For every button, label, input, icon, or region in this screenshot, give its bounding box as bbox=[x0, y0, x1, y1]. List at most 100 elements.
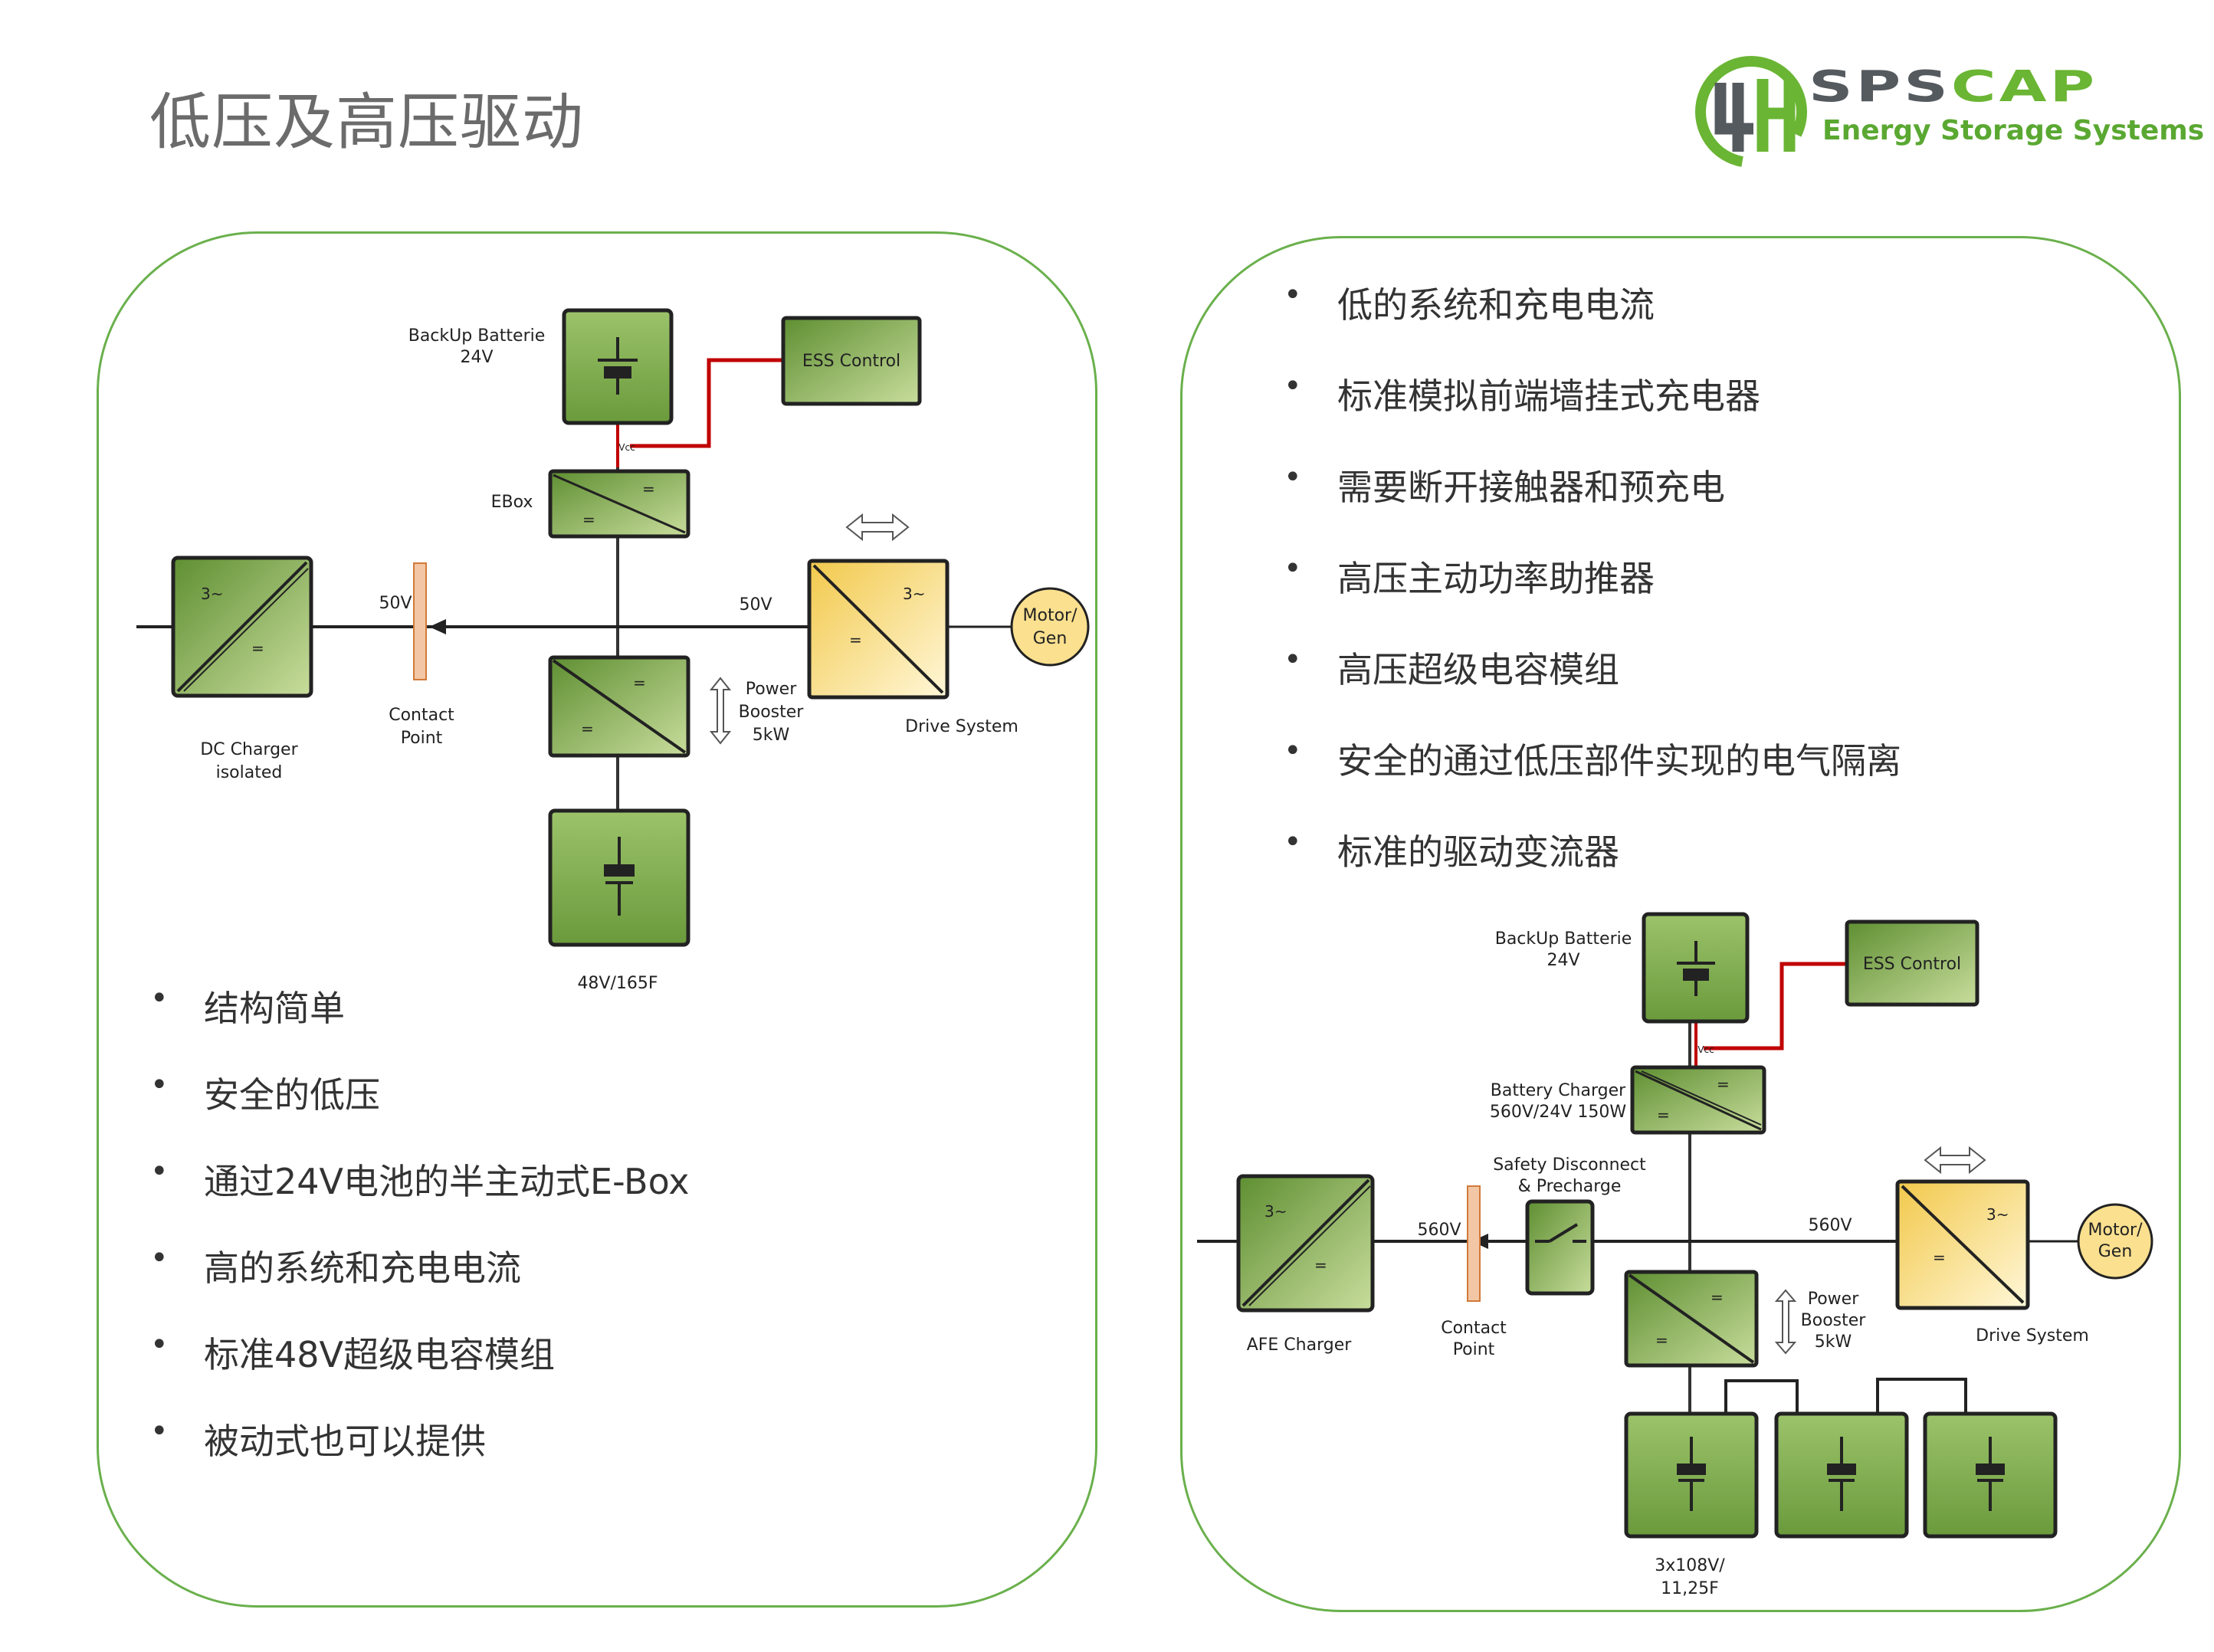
left-bullet-text: 安全的低压 bbox=[204, 1074, 380, 1116]
right-afe-ac: 3~ bbox=[1264, 1202, 1287, 1221]
right-cap-link-1 bbox=[1724, 1379, 1799, 1414]
bullet-dot: • bbox=[1284, 460, 1302, 495]
right-bullet-list: •低的系统和充电电流 •标准模拟前端墙挂式充电器 •需要断开接触器和预充电 •高… bbox=[1284, 277, 1901, 916]
switch-icon bbox=[1535, 1223, 1586, 1243]
right-motor-label: Motor/Gen bbox=[2088, 1221, 2143, 1261]
left-motor-gen bbox=[1010, 587, 1090, 667]
capacitor-icon bbox=[1677, 1437, 2005, 1511]
bullet-dot: • bbox=[150, 1067, 169, 1103]
left-bullet-item: • 被动式也可以提供 bbox=[150, 1414, 690, 1500]
left-bullet-item: •结构简单 bbox=[150, 981, 690, 1067]
left-ebox-label: EBox bbox=[491, 493, 533, 512]
right-contact-point bbox=[1467, 1185, 1481, 1302]
right-bullet-item: • 需要断开接触器和预充电 bbox=[1284, 460, 1901, 551]
right-afe-eq: = bbox=[1314, 1256, 1327, 1274]
right-bullet-item: • 安全的通过低压部件实现的电气隔离 bbox=[1284, 733, 1901, 824]
bullet-dot: • bbox=[150, 1414, 169, 1449]
left-bullet-list: •结构简单 •安全的低压 •通过24V电池的半主动式E-Box •高的系统和充电… bbox=[150, 981, 690, 1500]
left-bullet-item: •通过24V电池的半主动式E-Box bbox=[150, 1154, 690, 1241]
left-bidirectional-arrow-icon bbox=[845, 513, 910, 542]
left-ess-control-label: ESS Control bbox=[802, 352, 900, 371]
right-bullet-item: • 标准的驱动变流器 bbox=[1284, 824, 1901, 916]
left-bullet-text: 高的系统和充电电流 bbox=[204, 1247, 521, 1289]
left-bullet-text: 被动式也可以提供 bbox=[204, 1421, 486, 1462]
right-bullet-item: • 高压主动功率助推器 bbox=[1284, 551, 1901, 642]
right-bullet-text: 低的系统和充电电流 bbox=[1337, 284, 1655, 326]
bullet-dot: • bbox=[150, 1327, 169, 1362]
left-bullet-text: 标准48V超级电容模组 bbox=[204, 1334, 556, 1375]
right-safety-disconnect-box bbox=[1525, 1199, 1595, 1296]
right-safety-label: Safety Disconnect& Precharge bbox=[1493, 1155, 1646, 1196]
right-booster-eq-bottom: = bbox=[1655, 1331, 1668, 1349]
left-voltage-right: 50V bbox=[739, 595, 772, 615]
right-bc-eq-top: = bbox=[1717, 1075, 1730, 1093]
right-drive-ac: 3~ bbox=[1986, 1205, 2009, 1224]
left-capacitor-box bbox=[548, 808, 690, 947]
capacitor-icon bbox=[604, 837, 635, 916]
logo-mark-icon bbox=[1695, 56, 1807, 168]
bullet-dot: • bbox=[1284, 551, 1302, 586]
right-afe-charger-label: AFE Charger bbox=[1247, 1336, 1353, 1355]
left-contact-point bbox=[413, 562, 427, 680]
left-voltage-left: 50V bbox=[379, 594, 412, 613]
spscap-logo bbox=[1694, 52, 2169, 175]
right-vcc-label: Vcc bbox=[1697, 1044, 1714, 1055]
bullet-dot: • bbox=[1284, 369, 1302, 404]
right-voltage-left: 560V bbox=[1417, 1221, 1461, 1240]
right-motor-gen bbox=[2077, 1203, 2153, 1280]
bullet-dot: • bbox=[1284, 733, 1302, 769]
left-booster-eq-bottom: = bbox=[581, 719, 594, 738]
left-ebox-eq-top: = bbox=[642, 480, 655, 498]
right-bullet-text: 安全的通过低压部件实现的电气隔离 bbox=[1337, 740, 1901, 782]
left-bullet-text: 通过24V电池的半主动式E-Box bbox=[204, 1161, 690, 1202]
left-capacitor-label: 48V/165F bbox=[577, 974, 658, 993]
right-drive-label: Drive System bbox=[1976, 1326, 2089, 1346]
battery-icon bbox=[598, 337, 638, 395]
left-charger-ac: 3~ bbox=[201, 585, 223, 603]
right-backup-battery-box bbox=[1642, 912, 1750, 1024]
right-drive-eq: = bbox=[1933, 1248, 1946, 1267]
left-booster-eq-top: = bbox=[633, 674, 646, 692]
right-ess-control-box bbox=[1845, 919, 1979, 1007]
right-bullet-text: 标准模拟前端墙挂式充电器 bbox=[1337, 375, 1760, 417]
left-bullet-text: 结构简单 bbox=[204, 988, 345, 1029]
right-booster-arrow-icon bbox=[1774, 1289, 1797, 1355]
right-bullet-text: 需要断开接触器和预充电 bbox=[1337, 467, 1725, 508]
left-booster-arrow-icon bbox=[709, 677, 732, 745]
left-control-wire bbox=[630, 358, 783, 448]
left-ess-control-box bbox=[781, 316, 922, 406]
right-capacitor-modules bbox=[1624, 1411, 2058, 1539]
right-bullet-text: 高压主动功率助推器 bbox=[1337, 558, 1655, 599]
right-control-wire bbox=[1704, 962, 1847, 1051]
page-title: 低压及高压驱动 bbox=[149, 87, 584, 158]
right-bullet-item: •低的系统和充电电流 bbox=[1284, 277, 1901, 369]
right-bullet-item: • 标准模拟前端墙挂式充电器 bbox=[1284, 369, 1901, 460]
bullet-dot: • bbox=[1284, 824, 1302, 860]
left-bullet-item: • 高的系统和充电电流 bbox=[150, 1241, 690, 1327]
right-bc-eq-bottom: = bbox=[1657, 1106, 1670, 1124]
right-voltage-right: 560V bbox=[1808, 1216, 1852, 1235]
right-booster-eq-top: = bbox=[1711, 1288, 1724, 1306]
bullet-dot: • bbox=[150, 1241, 169, 1276]
logo-subtitle: Energy Storage Systems bbox=[1822, 115, 2205, 146]
left-motor-label: Motor/Gen bbox=[1023, 606, 1078, 648]
left-bullet-item: • 安全的低压 bbox=[150, 1067, 690, 1154]
logo-brand-text: SPSCAP bbox=[1809, 61, 2098, 112]
left-charger-eq: = bbox=[251, 639, 264, 657]
left-bullet-item: • 标准48V超级电容模组 bbox=[150, 1327, 690, 1414]
right-bullet-text: 标准的驱动变流器 bbox=[1337, 831, 1619, 873]
right-capacitor-label: 3x108V/11,25F bbox=[1655, 1556, 1725, 1598]
right-bullet-item: •高压超级电容模组 bbox=[1284, 642, 1901, 733]
